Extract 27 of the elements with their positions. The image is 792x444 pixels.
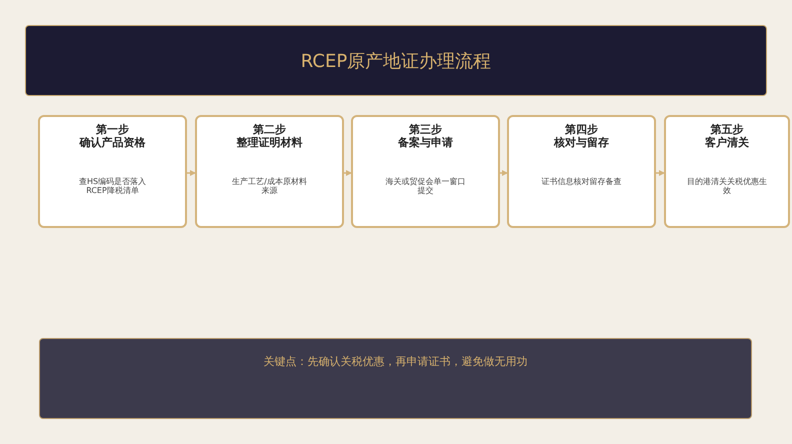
step-card [195, 115, 344, 228]
step-number: 第一步 [96, 123, 129, 136]
step-description: 海关或贸促会单一窗口提交 [386, 177, 466, 195]
step-card [38, 115, 187, 228]
step-number: 第四步 [565, 123, 598, 136]
step-card [351, 115, 500, 228]
step-number: 第五步 [710, 123, 744, 136]
title: RCEP原产地证办理流程 [300, 50, 492, 72]
key-note: 关键点：先确认关税优惠，再申请证书，避免做无用功 [264, 354, 528, 369]
note-panel [39, 338, 752, 419]
step-title: 确认产品资格 [80, 136, 146, 149]
step-description: 目的港清关关税优惠生效 [687, 177, 767, 195]
step-card [664, 115, 790, 228]
step-title: 客户清关 [705, 136, 749, 149]
step-title: 核对与留存 [554, 136, 609, 149]
step-title: 备案与申请 [398, 136, 453, 149]
arrow [344, 170, 352, 176]
step-description: 证书信息核对留存备查 [542, 177, 622, 186]
step-title: 整理证明材料 [236, 136, 302, 149]
step-description: 生产工艺/成本原材料来源 [231, 177, 308, 195]
arrow [187, 170, 196, 176]
step-description: 查HS编码是否落入RCEP降税清单 [78, 177, 148, 195]
arrow [656, 170, 665, 176]
step-card [507, 115, 656, 228]
step-number: 第二步 [253, 123, 286, 136]
arrow [500, 170, 508, 176]
step-number: 第三步 [409, 123, 442, 136]
